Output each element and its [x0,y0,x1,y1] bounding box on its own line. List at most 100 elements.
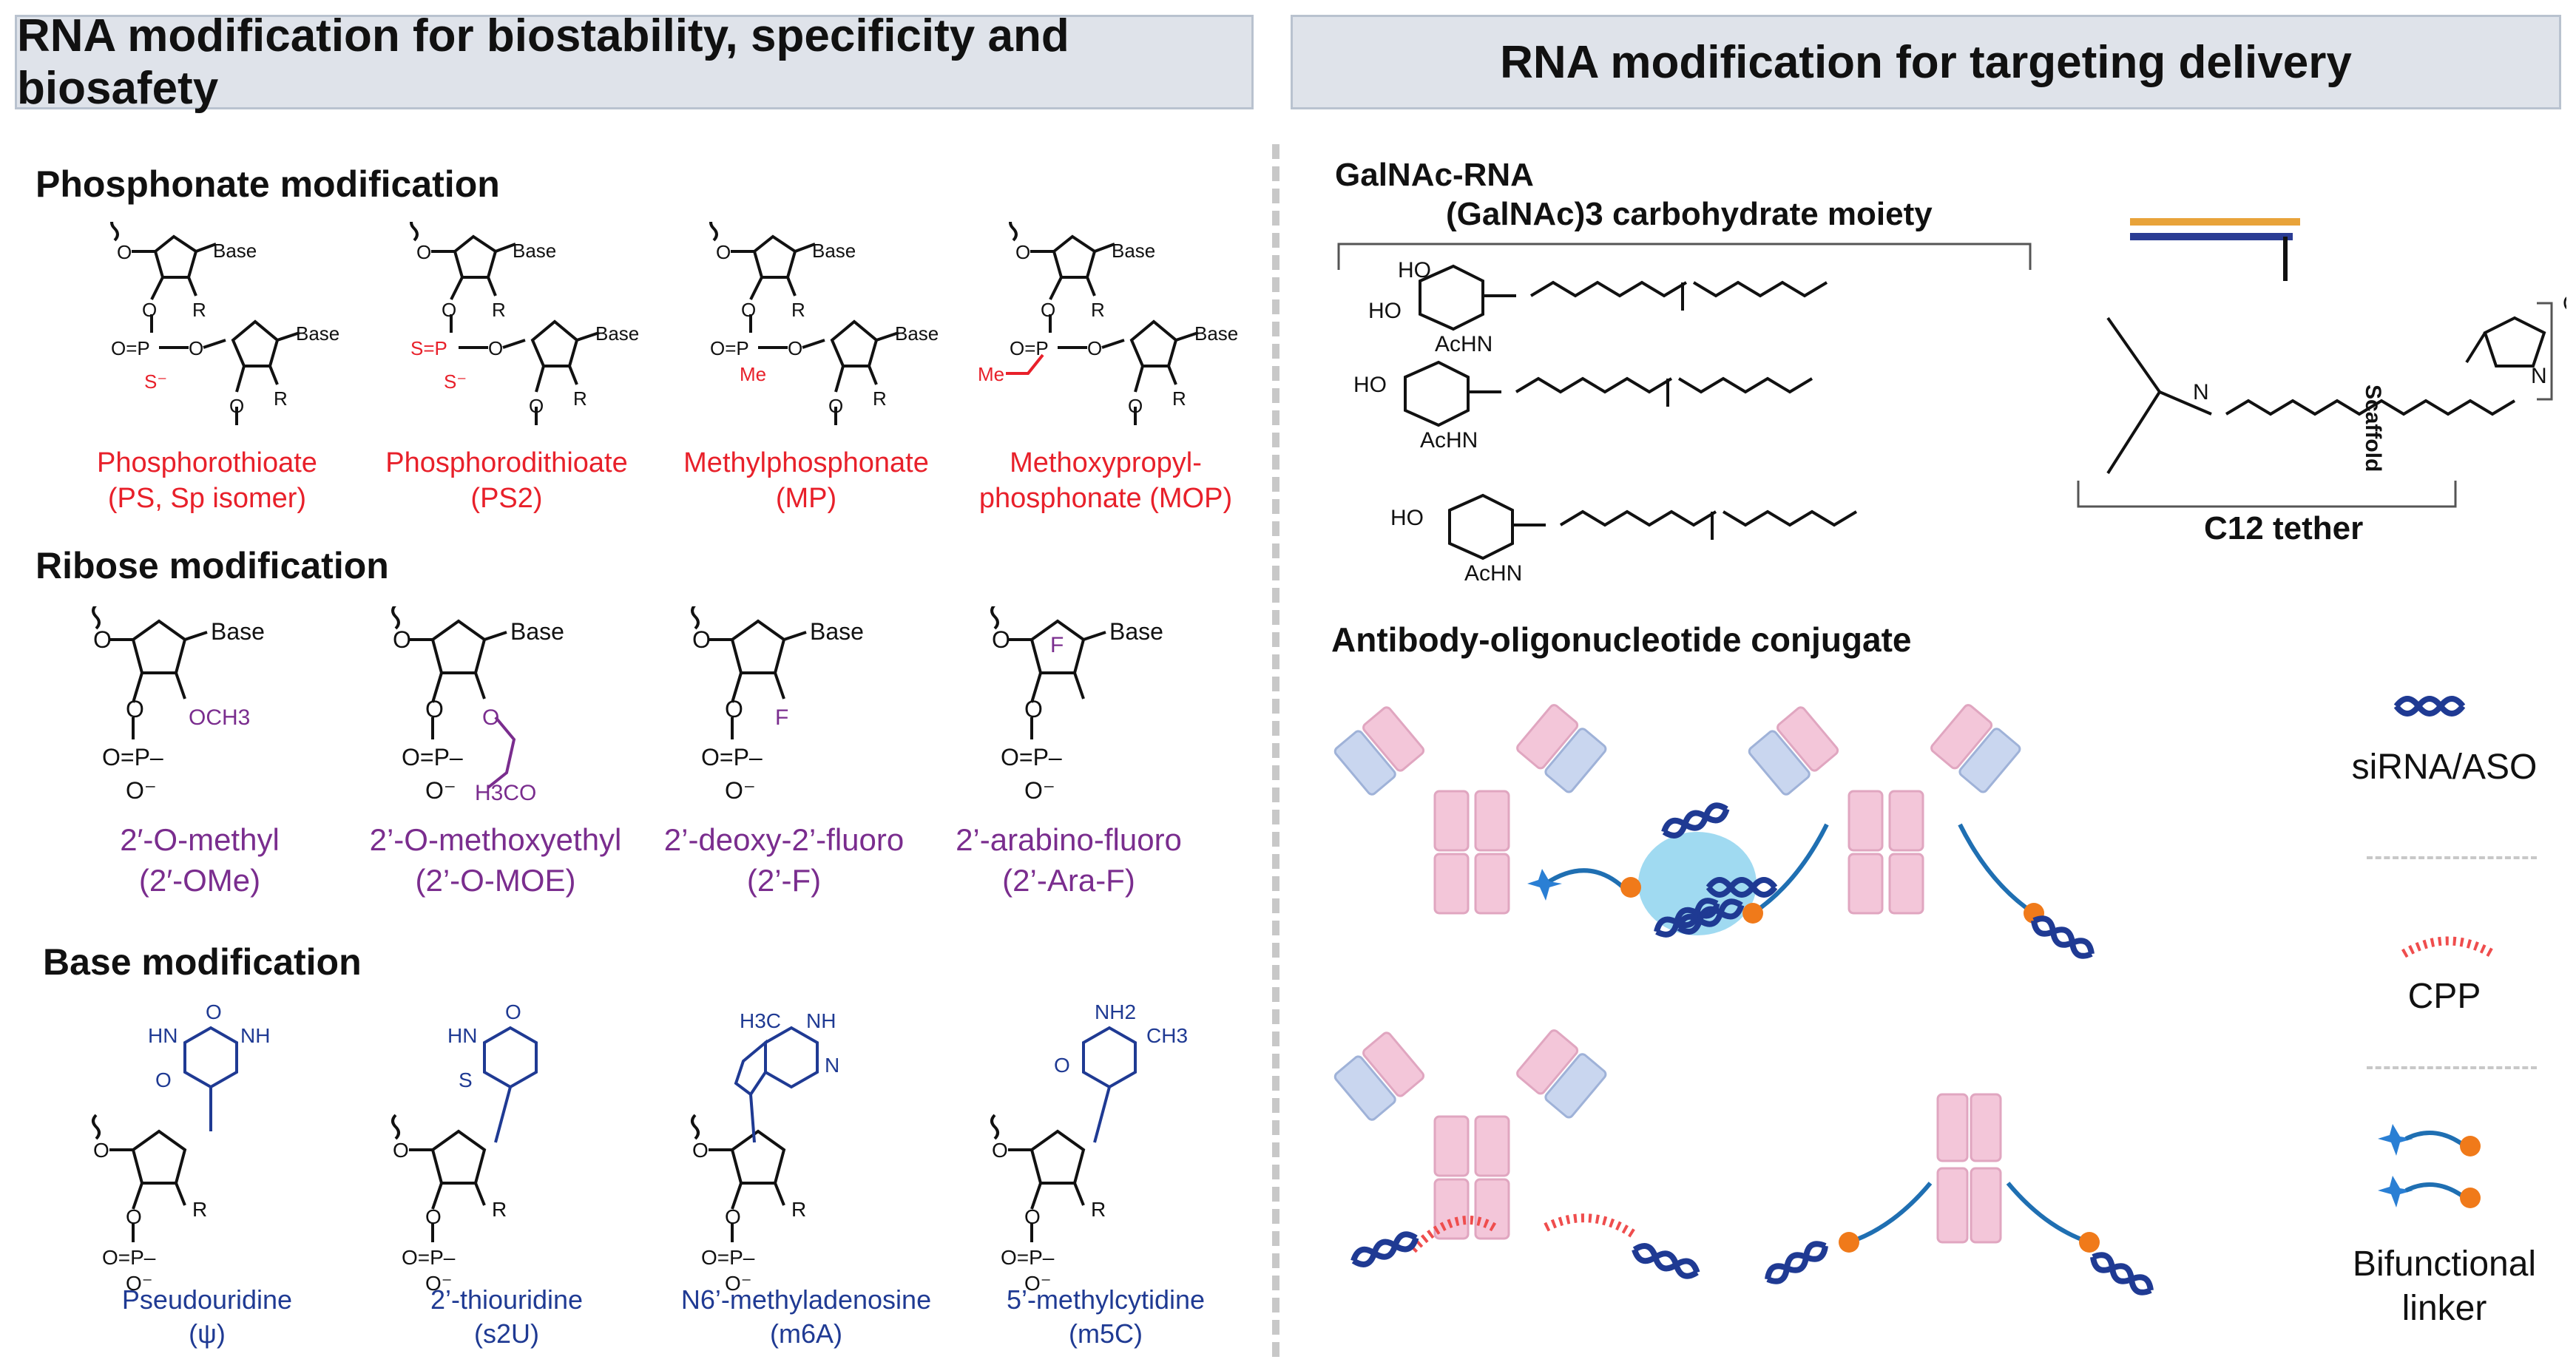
svg-text:Base: Base [895,322,939,345]
svg-text:Base: Base [213,240,257,262]
svg-text:F: F [775,705,788,730]
svg-text:HN: HN [447,1024,477,1047]
svg-text:Base: Base [510,618,564,645]
svg-text:O: O [1041,299,1055,321]
svg-text:O=P–: O=P– [1001,744,1062,770]
svg-text:R: R [492,1198,507,1221]
svg-text:O: O [1015,241,1030,263]
svg-text:O=P–: O=P– [1001,1246,1055,1269]
legend-divider-2 [2367,1066,2537,1069]
svg-text:R: R [791,1198,806,1221]
svg-text:O⁻: O⁻ [425,1272,453,1294]
svg-text:AcHN: AcHN [1420,428,1478,453]
phosphorodithioate-label: Phosphorodithioate(PS2) [385,447,628,514]
svg-text:Base: Base [595,322,639,345]
svg-text:OCH3: OCH3 [189,705,250,730]
left-header: RNA modification for biostability, speci… [15,10,1254,114]
svg-text:Base: Base [211,618,265,645]
svg-text:O: O [442,299,456,321]
svg-text:NH: NH [240,1024,270,1047]
svg-text:R: R [1091,1198,1106,1221]
bifunctional-linker-legend-icon [2378,1124,2481,1208]
thiouridine-label: 2’-thiouridine(s2U) [430,1284,584,1349]
base-title: Base modification [43,941,362,983]
svg-text:O: O [1024,696,1043,722]
tether-label: C12 tether [2204,510,2364,546]
phosphonate-title: Phosphonate modification [36,163,500,205]
svg-text:O: O [992,626,1010,653]
aoc-title: Antibody-oligonucleotide conjugate [1331,620,1912,659]
svg-text:AcHN: AcHN [1464,561,1522,586]
svg-text:O: O [229,395,244,417]
svg-text:O⁻: O⁻ [1024,777,1055,804]
svg-text:AcHN: AcHN [1435,332,1492,356]
svg-text:O: O [788,337,802,359]
svg-text:Base: Base [1109,618,1163,645]
svg-text:O: O [482,705,499,730]
phosphonate-structures: Base R O O O=P O Base R O BaseROOOBaseRO… [110,222,1238,427]
svg-text:O⁻: O⁻ [425,777,456,804]
svg-text:O=P–: O=P– [402,1246,456,1269]
svg-text:R: R [1091,299,1105,321]
svg-text:O: O [126,696,144,722]
sirna-duplex-icon [2130,218,2300,281]
svg-text:R: R [492,299,506,321]
svg-text:R: R [274,387,288,410]
ribose-title: Ribose modification [36,545,389,586]
svg-text:O=P: O=P [111,337,150,359]
svg-text:Me: Me [978,363,1004,385]
f-label: 2’-deoxy-2’-fluoro(2’-F) [663,822,905,898]
svg-text:O: O [1087,337,1102,359]
svg-text:O: O [393,1139,409,1162]
phosphorothioate-label: Phosphorothioate(PS, Sp isomer) [97,447,317,514]
svg-text:O: O [992,1139,1008,1162]
svg-text:HN: HN [148,1024,178,1047]
svg-text:H3C: H3C [740,1009,781,1032]
svg-text:Base: Base [1194,322,1238,345]
svg-text:O=P–: O=P– [402,744,463,770]
svg-text:O=P–: O=P– [701,1246,755,1269]
svg-text:O: O [117,241,132,263]
svg-text:HO: HO [1398,258,1431,282]
araf-label: 2’-arabino-fluoro(2’-Ara-F) [956,822,1182,898]
svg-text:N: N [2531,364,2547,388]
svg-text:HO: HO [1353,373,1387,397]
panel-divider [1272,144,1279,1357]
svg-text:O⁻: O⁻ [126,1272,153,1294]
scaffold-label: Scaffold [2361,385,2385,472]
svg-text:O: O [725,1205,741,1228]
svg-text:S=P: S=P [410,337,447,359]
svg-text:Base: Base [812,240,856,262]
svg-text:NH: NH [806,1009,836,1032]
svg-text:O: O [126,1205,142,1228]
svg-text:O: O [529,395,544,417]
svg-text:O: O [1024,1205,1041,1228]
svg-text:O: O [725,696,743,722]
m6a-label: N6’-methyladenosine(m6A) [680,1284,932,1349]
cpp-legend-icon [2401,936,2495,958]
ome-label: 2′-O-methyl(2′-OMe) [120,822,280,898]
svg-text:O: O [425,696,444,722]
aoc-illustrations [1332,702,2308,1353]
svg-text:O=P: O=P [710,337,749,359]
svg-text:O: O [93,626,112,653]
svg-text:O: O [393,626,411,653]
svg-text:Base: Base [513,240,556,262]
svg-text:F: F [1050,633,1064,657]
svg-text:S: S [459,1068,473,1091]
svg-text:S⁻: S⁻ [144,370,167,393]
svg-text:O: O [741,299,756,321]
svg-text:O: O [155,1068,172,1091]
svg-text:Me: Me [740,363,766,385]
svg-text:O: O [1128,395,1143,417]
svg-text:O=P–: O=P– [102,1246,156,1269]
m5c-label: 5’-methylcytidine(m5C) [1006,1284,1206,1349]
svg-text:H3CO: H3CO [475,781,536,805]
svg-text:O: O [416,241,431,263]
svg-text:NH2: NH2 [1095,1000,1136,1023]
svg-text:O: O [505,1000,521,1023]
svg-text:O: O [93,1139,109,1162]
svg-text:N: N [2193,380,2209,404]
